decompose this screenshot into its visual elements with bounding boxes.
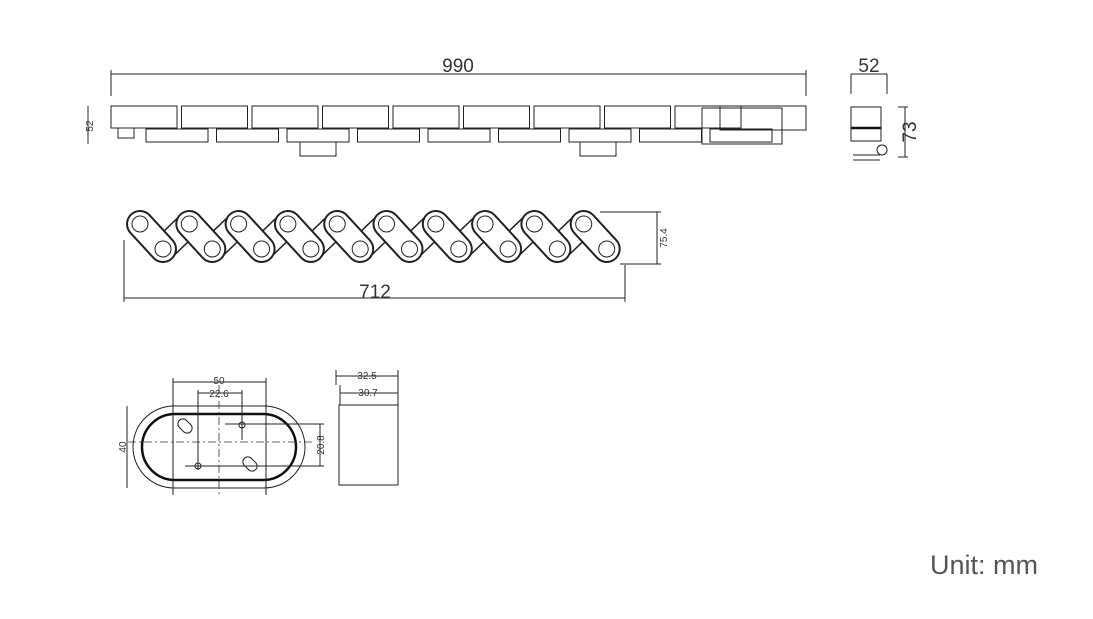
front-view: 990 52 <box>85 56 807 157</box>
spot-lens <box>253 240 271 258</box>
light-module <box>110 105 178 129</box>
capsule <box>571 212 619 261</box>
dim-side-depth-outer: 32.5 <box>357 371 377 382</box>
light-module <box>251 105 319 129</box>
spot-lens <box>450 240 468 258</box>
track-segment <box>357 128 420 143</box>
spot-lens <box>525 215 543 233</box>
spot-lens <box>598 240 616 258</box>
spot-lens <box>575 215 593 233</box>
spot-lens <box>302 240 320 258</box>
light-module <box>674 105 742 129</box>
dim-hole-spacing-x: 22.6 <box>209 389 229 400</box>
capsule <box>522 212 570 261</box>
track-segment <box>427 128 491 143</box>
unit-label: Unit: mm <box>930 550 1038 580</box>
track-segment <box>216 128 279 143</box>
spot-lens <box>180 215 198 233</box>
base-plan-view: 50 22.6 40 20.8 <box>118 376 327 495</box>
light-module <box>604 105 671 129</box>
dim-front-height: 52 <box>85 120 96 132</box>
spot-lens <box>476 215 494 233</box>
spot-lens <box>351 240 369 258</box>
capsule <box>374 212 422 261</box>
dim-base-width: 40 <box>118 441 129 453</box>
spot-lens <box>203 240 221 258</box>
zigzag-unit <box>569 210 621 263</box>
capsule <box>177 212 225 261</box>
dim-zigzag-length: 712 <box>359 282 391 303</box>
spot-lens <box>279 215 297 233</box>
light-module <box>181 105 248 129</box>
base-side-view: 32.5 30.7 <box>335 370 399 486</box>
track-segment <box>145 128 209 143</box>
spot-lens <box>499 240 517 258</box>
capsule <box>275 212 323 261</box>
light-module <box>533 105 601 129</box>
side-view: 52 73 <box>850 56 921 161</box>
light-module <box>463 105 530 129</box>
spot-lens <box>154 240 172 258</box>
spot-lens <box>230 215 248 233</box>
capsule <box>226 212 274 261</box>
capsule <box>325 212 373 261</box>
dim-base-length: 50 <box>213 376 225 387</box>
light-module <box>322 105 389 129</box>
spot-lens <box>131 215 149 233</box>
spot-lens <box>328 215 346 233</box>
dim-side-depth-inner: 30.7 <box>358 388 378 399</box>
dim-total-length: 990 <box>442 56 474 77</box>
track-segment <box>498 128 561 143</box>
spot-lens <box>378 215 395 233</box>
capsule <box>423 212 471 261</box>
zigzag-view: 712 75.4 <box>123 210 670 303</box>
dim-zigzag-height: 75.4 <box>659 228 670 248</box>
light-module <box>392 105 460 129</box>
capsule <box>128 212 175 261</box>
track-segment <box>709 128 773 143</box>
track-segment <box>286 128 350 143</box>
track-segment <box>568 128 632 143</box>
dim-hole-spacing-y: 20.8 <box>316 435 327 455</box>
spot-lens <box>401 240 418 258</box>
spot-lens <box>548 240 566 258</box>
capsule <box>473 212 521 261</box>
dim-side-height: 73 <box>900 121 921 142</box>
spot-lens <box>427 215 445 233</box>
track-segment <box>639 128 702 143</box>
dim-side-width: 52 <box>858 56 879 77</box>
